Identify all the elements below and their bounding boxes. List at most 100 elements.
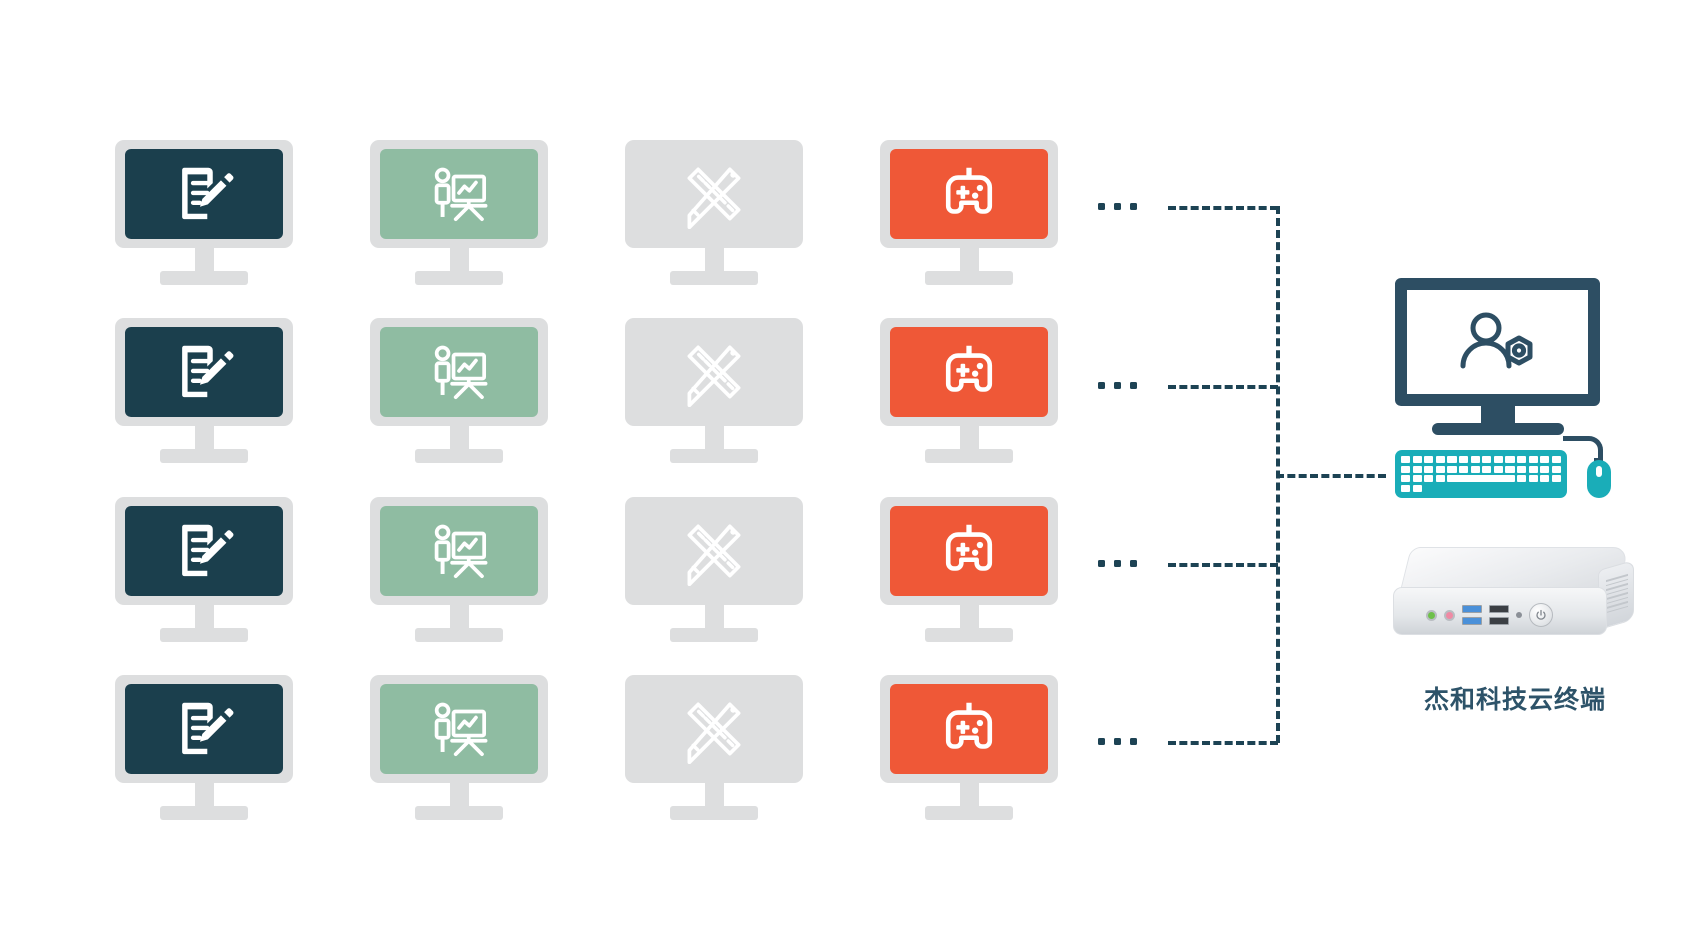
monitor-base [670, 449, 758, 463]
monitor-screen [890, 684, 1048, 774]
monitor-neck [449, 426, 469, 449]
client-monitor[interactable] [370, 497, 548, 642]
connector-branch-row2 [1168, 385, 1278, 389]
monitor-bezel [880, 318, 1058, 426]
client-monitor[interactable] [625, 318, 803, 463]
client-monitor[interactable] [625, 140, 803, 285]
gamepad-icon [945, 167, 993, 214]
client-monitor[interactable] [115, 140, 293, 285]
monitor-bezel [880, 140, 1058, 248]
monitor-base [670, 628, 758, 642]
ellipsis-dot [1098, 738, 1105, 745]
presentation-chart-icon [434, 524, 488, 579]
monitor-bezel [625, 140, 803, 248]
monitor-base [670, 806, 758, 820]
ellipsis-dot [1114, 382, 1121, 389]
mouse-cable [1563, 436, 1603, 464]
monitor-base [415, 271, 503, 285]
monitor-base [415, 449, 503, 463]
client-monitor[interactable] [880, 140, 1058, 285]
monitor-screen [380, 327, 538, 417]
client-monitor[interactable] [370, 318, 548, 463]
client-monitor[interactable] [115, 497, 293, 642]
ellipsis-more-clients [1098, 560, 1137, 567]
monitor-screen [380, 684, 538, 774]
monitor-screen [890, 149, 1048, 239]
monitor-bezel [370, 497, 548, 605]
document-edit-icon [182, 167, 234, 220]
client-monitor[interactable] [880, 318, 1058, 463]
client-monitor[interactable] [625, 675, 803, 820]
monitor-base [415, 628, 503, 642]
ruler-pencil-icon [687, 167, 741, 229]
monitor-neck [704, 783, 724, 806]
presentation-chart-icon [434, 167, 488, 222]
monitor-bezel [115, 675, 293, 783]
ellipsis-dot [1098, 560, 1105, 567]
usb3-port-pair [1462, 605, 1482, 625]
monitor-bezel [880, 497, 1058, 605]
monitor-bezel [370, 675, 548, 783]
terminal-monitor-frame [1395, 278, 1600, 406]
ellipsis-dot [1114, 203, 1121, 210]
monitor-base [160, 271, 248, 285]
monitor-neck [194, 605, 214, 628]
ellipsis-more-clients [1098, 382, 1137, 389]
monitor-bezel [115, 497, 293, 605]
client-monitor[interactable] [880, 675, 1058, 820]
monitor-neck [959, 426, 979, 449]
monitor-neck [449, 783, 469, 806]
connector-branch-row1 [1168, 206, 1278, 210]
usb3-port-icon [1462, 605, 1482, 613]
monitor-base [415, 806, 503, 820]
monitor-bezel [880, 675, 1058, 783]
ellipsis-dot [1098, 203, 1105, 210]
power-button-icon[interactable] [1529, 603, 1553, 627]
mouse-icon[interactable] [1587, 460, 1611, 498]
monitor-neck [704, 248, 724, 271]
monitor-neck [449, 605, 469, 628]
keyboard-icon[interactable] [1395, 450, 1567, 498]
ellipsis-dot [1114, 738, 1121, 745]
terminal-caption: 杰和科技云终端 [1423, 685, 1606, 714]
monitor-base [670, 271, 758, 285]
monitor-neck [959, 248, 979, 271]
monitor-screen [380, 506, 538, 596]
terminal-monitor-neck [1480, 406, 1515, 423]
user-gear-icon [1460, 312, 1532, 369]
client-monitor[interactable] [880, 497, 1058, 642]
cloud-terminal-group[interactable] [1395, 278, 1625, 500]
monitor-neck [959, 605, 979, 628]
mini-pc-vents [1606, 573, 1628, 614]
terminal-monitor-foot [1431, 423, 1564, 435]
monitor-screen [125, 506, 283, 596]
microphone-jack-icon [1444, 609, 1455, 621]
ellipsis-dot [1114, 560, 1121, 567]
client-monitor[interactable] [625, 497, 803, 642]
monitor-bezel [370, 318, 548, 426]
client-monitor[interactable] [370, 675, 548, 820]
presentation-chart-icon [434, 345, 488, 400]
monitor-screen [635, 684, 793, 774]
connector-branch-row4 [1168, 741, 1278, 745]
ellipsis-dot [1098, 382, 1105, 389]
presentation-chart-icon [434, 702, 488, 757]
usb2-port-icon [1489, 605, 1509, 613]
client-monitor[interactable] [370, 140, 548, 285]
monitor-neck [704, 605, 724, 628]
monitor-base [925, 271, 1013, 285]
monitor-screen [635, 327, 793, 417]
monitor-screen [125, 149, 283, 239]
monitor-screen [125, 327, 283, 417]
power-glyph [1536, 609, 1546, 620]
mini-pc-icon[interactable] [1390, 545, 1635, 655]
monitor-bezel [115, 318, 293, 426]
gamepad-icon [945, 524, 993, 571]
monitor-screen [890, 506, 1048, 596]
monitor-bezel [115, 140, 293, 248]
client-monitor[interactable] [115, 318, 293, 463]
monitor-bezel [370, 140, 548, 248]
client-monitor[interactable] [115, 675, 293, 820]
monitor-base [925, 628, 1013, 642]
